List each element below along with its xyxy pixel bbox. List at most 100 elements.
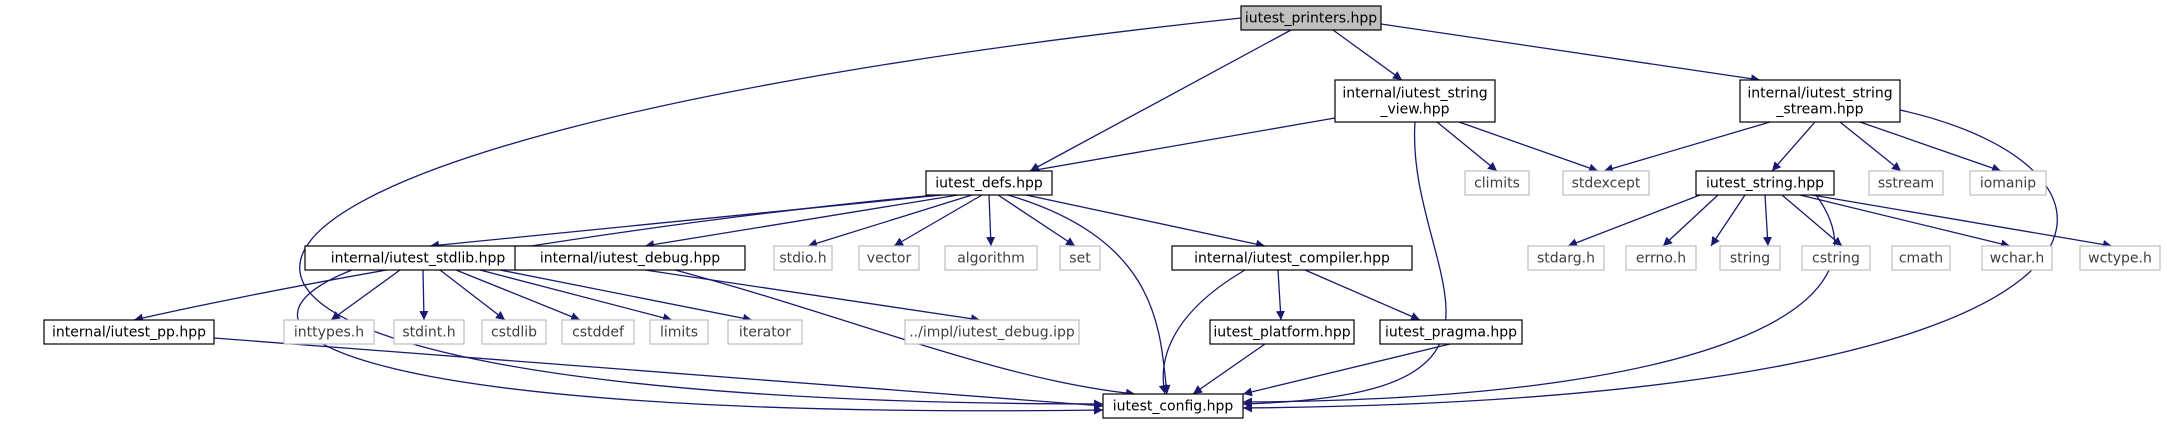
node-algorithm: algorithm xyxy=(944,245,1038,271)
node-box xyxy=(904,319,1080,345)
edge-string_hpp-to-cmath xyxy=(1781,194,1843,247)
edge-string_hpp-to-errno xyxy=(1662,194,1719,247)
node-label: ../impl/iutest_debug.ipp xyxy=(909,325,1075,341)
edge-stdlib-to-cstddef xyxy=(455,269,581,321)
node-label: iutest_defs.hpp xyxy=(935,176,1043,192)
edge-defs-to-set xyxy=(997,194,1076,247)
node-string_stream[interactable]: internal/iutest_string_stream.hpp xyxy=(1739,79,1901,123)
node-sstream: sstream xyxy=(1868,170,1944,196)
node-label: climits xyxy=(1474,176,1520,192)
edge-pp-to-config xyxy=(213,337,1104,410)
node-label: vector xyxy=(867,251,912,267)
node-label: internal/iutest_pp.hpp xyxy=(52,325,206,341)
node-set: set xyxy=(1059,245,1101,271)
node-box xyxy=(858,245,920,271)
node-label: cstdlib xyxy=(491,325,537,341)
edge-string_hpp-to-wctype xyxy=(1811,194,2113,249)
node-string_hpp[interactable]: iutest_string.hpp xyxy=(1695,170,1835,196)
node-string_view[interactable]: internal/iutest_string_view.hpp xyxy=(1334,79,1496,123)
edges-layer xyxy=(133,17,2113,415)
node-box xyxy=(1981,245,2053,271)
edge-stdlib-to-cstdlib xyxy=(439,269,506,321)
edge-pragma-to-config xyxy=(1242,343,1451,397)
node-label: iomanip xyxy=(1980,176,2036,192)
node-compiler[interactable]: internal/iutest_compiler.hpp xyxy=(1171,245,1413,271)
edge-string_stream-to-config xyxy=(1242,109,2058,413)
node-box xyxy=(43,319,215,345)
edge-string_stream-to-string_hpp xyxy=(1771,121,1816,172)
edge-string_stream-to-sstream xyxy=(1839,121,1902,172)
node-label: sstream xyxy=(1878,176,1934,192)
node-stdexcept: stdexcept xyxy=(1562,170,1650,196)
edge-printers-to-config xyxy=(299,17,1242,409)
node-limits: limits xyxy=(649,319,709,345)
node-label: _stream.hpp xyxy=(1775,102,1863,118)
edge-string_hpp-to-string xyxy=(1710,194,1746,247)
node-label: cmath xyxy=(1899,251,1943,267)
node-config[interactable]: iutest_config.hpp xyxy=(1102,393,1244,419)
node-cstdlib: cstdlib xyxy=(481,319,547,345)
node-stdio: stdio.h xyxy=(773,245,833,271)
node-box xyxy=(727,319,803,345)
node-string: string xyxy=(1719,245,1781,271)
node-climits: climits xyxy=(1464,170,1530,196)
node-box xyxy=(393,319,465,345)
node-box xyxy=(481,319,547,345)
node-label: cstring xyxy=(1812,251,1860,267)
node-label: stdexcept xyxy=(1572,176,1641,192)
node-box xyxy=(1801,245,1871,271)
node-box xyxy=(1059,245,1101,271)
node-box xyxy=(925,170,1053,196)
edge-defs-to-config xyxy=(1007,194,1171,395)
edge-string_hpp-to-wchar xyxy=(1799,194,2011,249)
edge-compiler-to-platform xyxy=(1275,269,1285,321)
node-box xyxy=(1102,393,1244,419)
node-box xyxy=(283,319,375,345)
edge-compiler-to-pragma xyxy=(1304,269,1421,321)
node-stdlib[interactable]: internal/iutest_stdlib.hpp xyxy=(304,245,532,271)
node-box xyxy=(1562,170,1650,196)
edge-string_view-to-config xyxy=(1242,121,1447,409)
edge-string_hpp-to-stdarg xyxy=(1567,194,1701,247)
edge-debug-to-config xyxy=(674,269,1136,398)
nodes-layer: iutest_printers.hpp internal/iutest_strin… xyxy=(43,5,2161,419)
node-box xyxy=(1240,5,1382,31)
edge-defs-to-compiler xyxy=(1025,194,1266,249)
edge-stdlib-to-inttypes xyxy=(330,269,401,321)
node-box xyxy=(1527,245,1605,271)
node-errno: errno.h xyxy=(1625,245,1697,271)
node-label: errno.h xyxy=(1636,251,1686,267)
node-box xyxy=(561,319,635,345)
node-pp[interactable]: internal/iutest_pp.hpp xyxy=(43,319,215,345)
node-label: _view.hpp xyxy=(1379,102,1449,118)
edge-printers-to-string_view xyxy=(1332,29,1403,81)
node-defs[interactable]: iutest_defs.hpp xyxy=(925,170,1053,196)
node-box xyxy=(1969,170,2047,196)
node-label: string xyxy=(1730,251,1770,267)
node-printers[interactable]: iutest_printers.hpp xyxy=(1240,5,1382,31)
node-pragma[interactable]: iutest_pragma.hpp xyxy=(1379,319,1523,345)
node-cmath: cmath xyxy=(1891,245,1951,271)
node-label: cstddef xyxy=(572,325,625,341)
node-wctype: wctype.h xyxy=(2079,245,2161,271)
edge-stdlib-to-config xyxy=(296,269,1104,415)
node-label: iutest_pragma.hpp xyxy=(1385,325,1517,341)
edge-string_hpp-to-config xyxy=(1242,194,1836,407)
edge-string_view-to-defs xyxy=(1029,117,1336,174)
node-label: iutest_printers.hpp xyxy=(1245,11,1377,27)
edge-defs-to-stdio xyxy=(807,194,973,248)
node-box xyxy=(1379,319,1523,345)
edge-string_stream-to-stdexcept xyxy=(1603,121,1771,173)
node-wchar: wchar.h xyxy=(1981,245,2053,271)
node-debug[interactable]: internal/iutest_debug.hpp xyxy=(514,245,746,271)
node-cstring: cstring xyxy=(1801,245,1871,271)
edge-string_view-to-climits xyxy=(1436,121,1498,172)
node-box xyxy=(1209,319,1355,345)
edge-stdlib-to-stdint xyxy=(419,269,429,321)
node-label: internal/iutest_debug.hpp xyxy=(540,251,720,267)
node-iterator: iterator xyxy=(727,319,803,345)
edge-defs-to-stdlib xyxy=(429,194,943,250)
node-label: iutest_config.hpp xyxy=(1113,399,1234,415)
node-platform[interactable]: iutest_platform.hpp xyxy=(1209,319,1355,345)
